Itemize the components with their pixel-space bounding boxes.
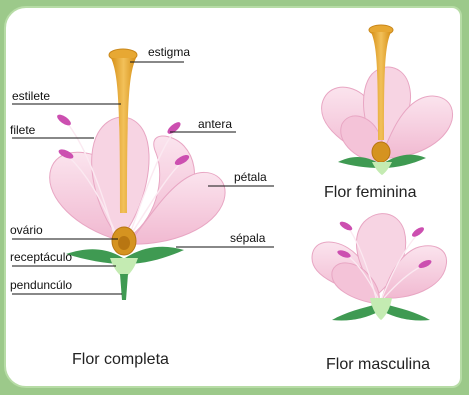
label-petala: pétala — [234, 170, 267, 184]
diagram-frame: estigma estilete filete antera pétala ov… — [4, 6, 462, 388]
male-anther-1 — [338, 220, 353, 232]
peduncle — [120, 274, 128, 300]
male-receptacle — [370, 298, 392, 320]
caption-male-flower: Flor masculina — [326, 356, 430, 374]
label-antera: antera — [198, 117, 232, 131]
female-flower — [322, 25, 453, 175]
female-receptacle — [372, 162, 392, 175]
label-ovario: ovário — [10, 223, 43, 237]
male-flower — [312, 214, 447, 321]
anther-1 — [55, 113, 72, 128]
male-sepal-right — [384, 304, 430, 321]
female-ovary — [372, 142, 390, 162]
label-receptaculo: receptáculo — [10, 250, 72, 264]
male-sepal-left — [332, 304, 378, 321]
caption-complete-flower: Flor completa — [72, 351, 169, 369]
label-penduncullo: penduncúlo — [10, 278, 72, 292]
label-estigma: estigma — [148, 45, 190, 59]
label-filete: filete — [10, 123, 35, 137]
label-estilete: estilete — [12, 89, 50, 103]
male-anther-3 — [411, 226, 426, 239]
caption-female-flower: Flor feminina — [324, 184, 416, 202]
anther-3 — [166, 120, 183, 136]
label-sepala: sépala — [230, 231, 265, 245]
